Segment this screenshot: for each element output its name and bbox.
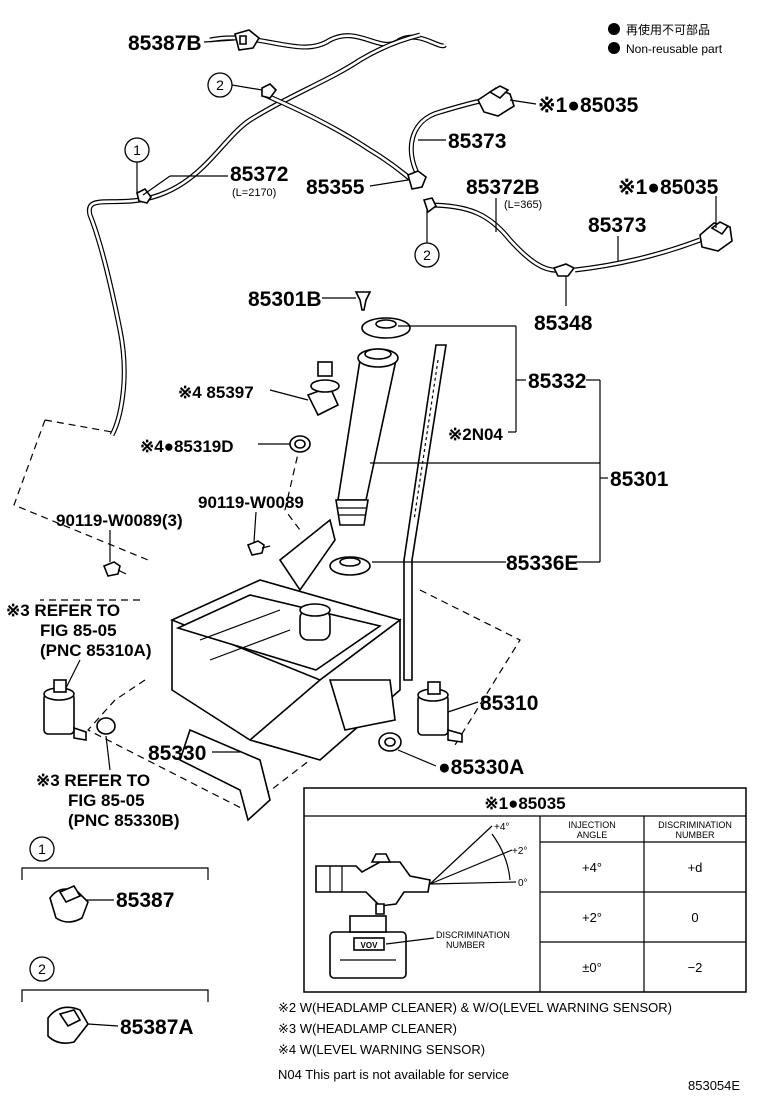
callout-circle-1 [29,836,55,862]
inset-clip-85387A: 2 85387A [21,956,209,1044]
detail-title: ※1●85035 [484,794,565,813]
row3-angle: ±0° [582,960,602,975]
label-l365: (L=365) [504,199,542,211]
joint-85348 [552,263,576,277]
label-85372: 85372 [230,163,288,186]
refer-fig-2: FIG 85-05 [68,791,145,810]
label-85035-upper: ※1●85035 [538,94,639,117]
callout-circle-2 [29,956,55,982]
mounting-area-outline [13,419,521,811]
row1-angle: +4° [582,860,602,875]
label-l2170: (L=2170) [232,187,276,199]
col-discrimination-1: DISCRIMINATION [658,820,732,830]
label-N04: ※2N04 [448,425,503,444]
row2-angle: +2° [582,910,602,925]
label-85310: 85310 [480,692,538,715]
row1-number: +d [688,860,703,875]
refer-pnc-85310A: (PNC 85310A) [40,641,152,660]
label-85336E: 85336E [506,552,578,575]
callout-1-label: 1 [133,142,141,158]
refer-to-1: ※3 REFER TO [6,601,120,620]
part-labels: 85387B ※1●85035 85373 85372 (L=2170) 853… [6,32,719,830]
label-85387: 85387 [116,889,174,912]
legend-jp: 再使用不可部品 [626,22,710,37]
row3-number: −2 [688,960,703,975]
label-85330: 85330 [148,742,206,765]
clip-85301B [354,291,372,311]
grommet-85319D [289,435,311,453]
non-reusable-dot-icon [608,42,620,54]
label-85332: 85332 [528,370,586,393]
washer-tank-85330 [169,518,402,822]
hose-85372B [427,202,561,273]
level-sensor-85397 [306,361,340,417]
non-reusable-dot-icon [608,23,620,35]
callout-circle-2 [207,72,233,98]
note-3: ※3 W(HEADLAMP CLEANER) [278,1021,457,1036]
callout-2-label: 2 [423,247,431,263]
callout-circle-1 [124,137,150,163]
grommet-85330B [96,717,116,735]
legend: 再使用不可部品 Non-reusable part [608,22,723,56]
label-85387A: 85387A [120,1016,194,1039]
label-85372B: 85372B [466,176,540,199]
col-discrimination-2: NUMBER [675,830,715,840]
label-85387B: 85387B [128,32,202,55]
level-gauge-N04 [403,344,447,681]
filler-cap [361,317,411,339]
leader-lines [65,39,717,771]
nozzle-side-view: +4° +2° 0° [315,822,528,915]
label-85035-right: ※1●85035 [618,176,719,199]
grommet-85330A [378,732,402,752]
legend-en: Non-reusable part [626,42,723,56]
inset-1-label: 1 [38,841,46,857]
label-85330A: ●85330A [438,756,524,779]
inset-2-label: 2 [38,961,46,977]
svg-text:VOV: VOV [361,941,379,950]
nozzle-front-view: VOV DISCRIMINATION NUMBER [329,915,510,979]
note-2: ※2 W(HEADLAMP CLEANER) & W/O(LEVEL WARNI… [278,1000,672,1015]
washer-pump-85310 [417,681,463,743]
col-injection-angle-2: ANGLE [577,830,608,840]
disc-label-2: NUMBER [446,940,486,950]
label-85373-upper: 85373 [448,130,506,153]
label-85355: 85355 [306,176,365,199]
label-85348: 85348 [534,312,593,335]
label-85301: 85301 [610,468,669,491]
inset-clip-85387: 1 85387 [21,836,209,923]
grommet-85336E [329,556,371,576]
bolt-90119-W0089 [246,540,271,556]
label-85373-right: 85373 [588,214,646,237]
label-85319D: ※4●85319D [140,437,234,456]
hose-clip-85387B [234,29,261,51]
col-injection-angle-1: INJECTION [568,820,616,830]
nozzle-detail-box: ※1●85035 INJECTION ANGLE DISCRIMINATION … [303,787,747,993]
refer-to-2: ※3 REFER TO [36,771,150,790]
hose-85373-b [574,237,701,273]
refer-fig-1: FIG 85-05 [40,621,117,640]
callout-2-label: 2 [216,77,224,93]
washer-pump-85310A [43,679,87,741]
figure-id: 853054E [688,1078,740,1093]
row2-number: 0 [691,910,698,925]
joint-85355 [407,170,427,190]
disc-label-1: DISCRIMINATION [436,930,510,940]
hose-85373-a [408,97,486,177]
callout-circle-2 [414,242,440,268]
label-85301B: 85301B [248,288,322,311]
angle-plus2: +2° [512,846,527,857]
note-n04: N04 This part is not available for servi… [278,1067,509,1082]
label-90119-W0089: 90119-W0089 [198,493,304,512]
label-85397: ※4 85397 [178,383,254,402]
refer-pnc-85330B: (PNC 85330B) [68,811,180,830]
angle-plus4: +4° [494,822,509,833]
footnotes: ※2 W(HEADLAMP CLEANER) & W/O(LEVEL WARNI… [278,1000,672,1082]
bolt-90119-W0089-3 [102,561,127,577]
note-4: ※4 W(LEVEL WARNING SENSOR) [278,1042,485,1057]
filler-neck-85332 [335,348,399,526]
label-90119-W0089-3: 90119-W0089(3) [56,511,183,530]
angle-zero: 0° [518,878,528,889]
washer-nozzle-85035-upper [476,85,515,117]
